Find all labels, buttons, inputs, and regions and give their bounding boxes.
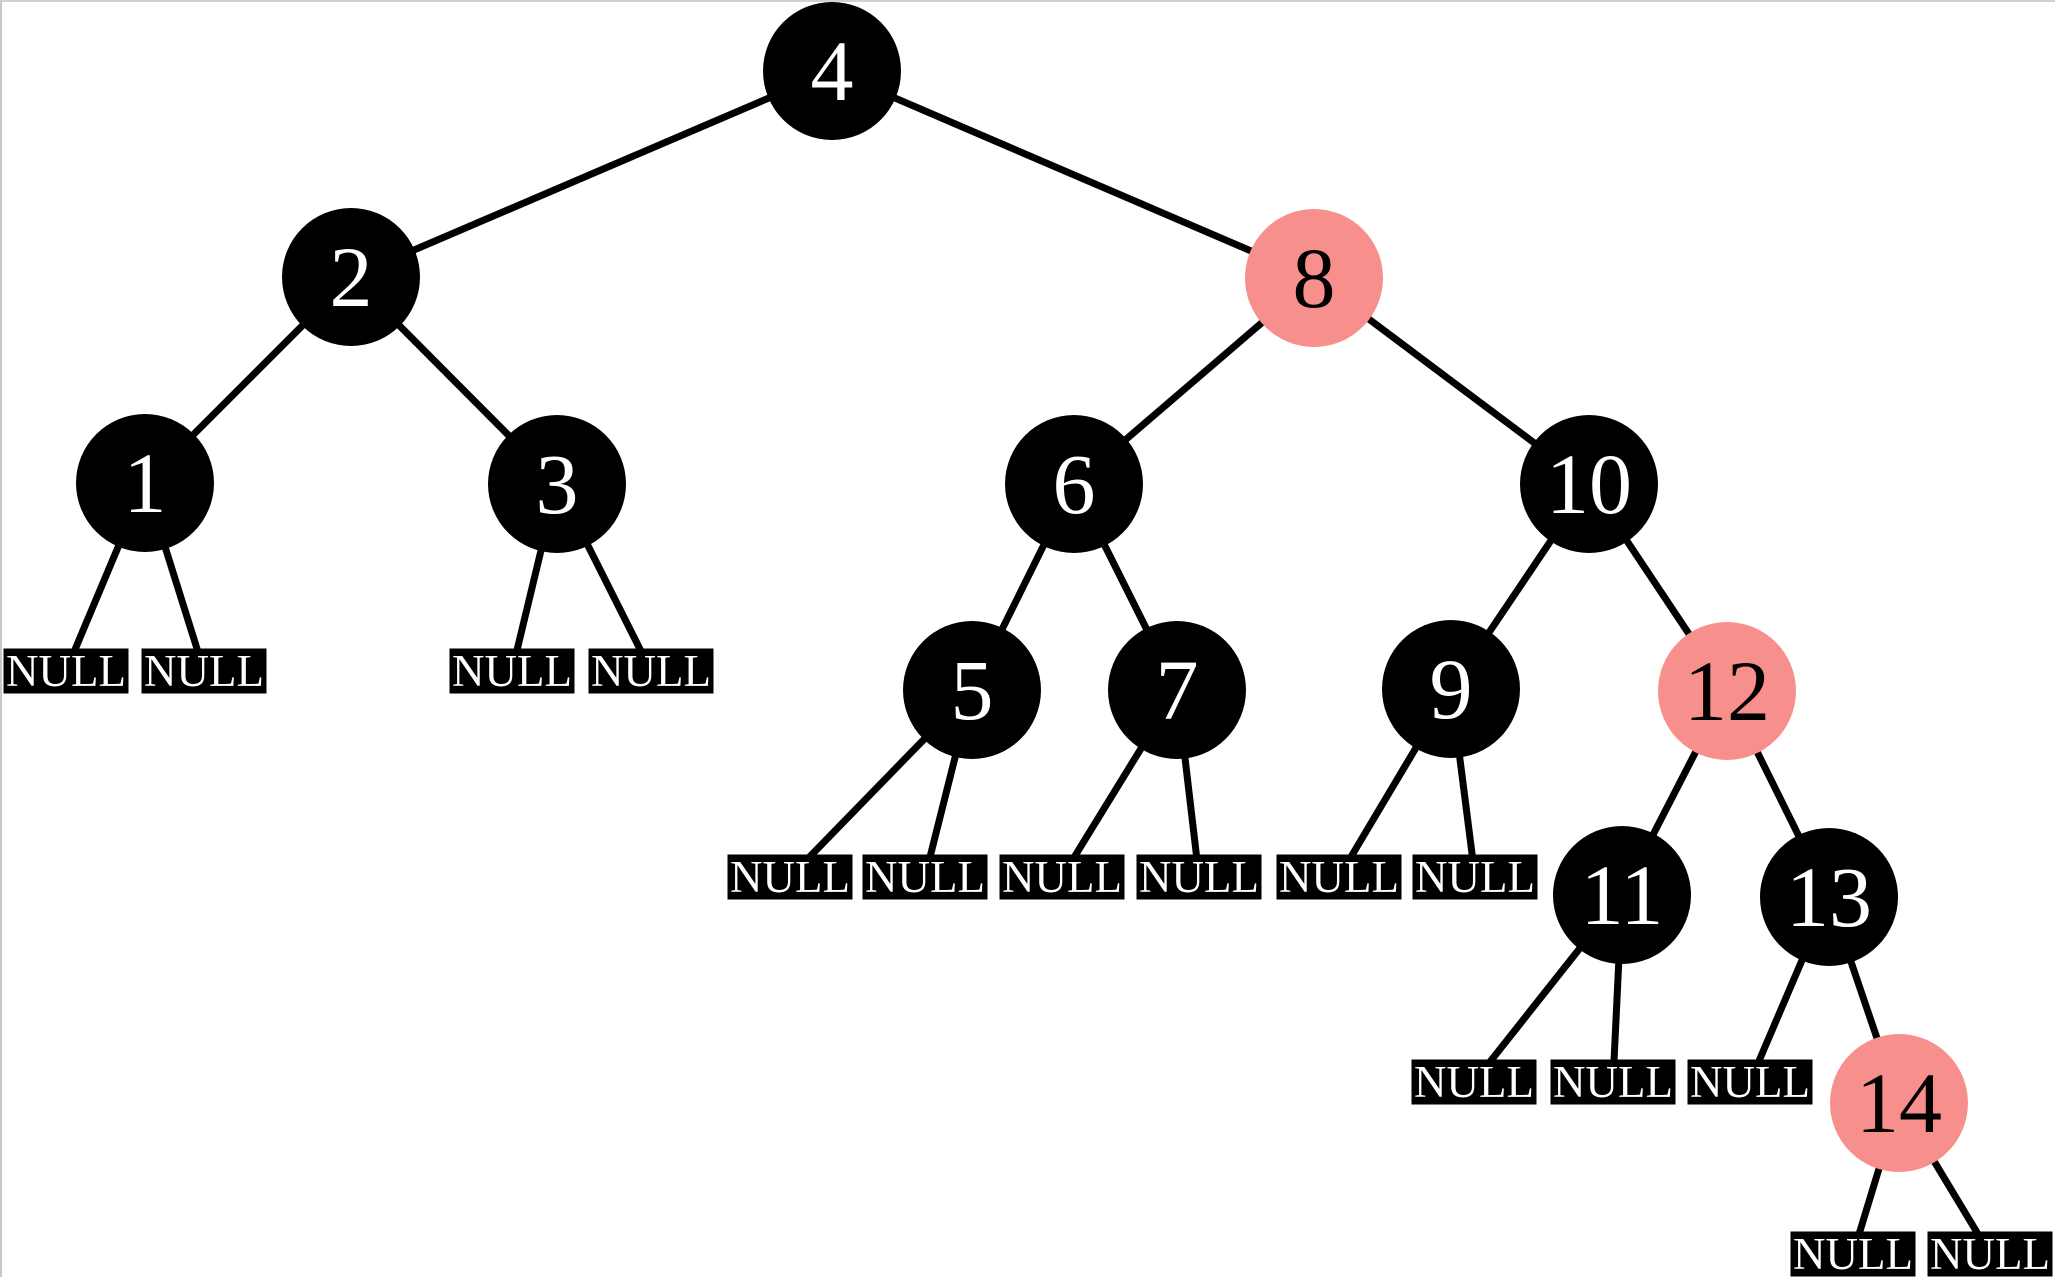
black-node-circle: [1382, 620, 1520, 758]
tree-node-label: 5: [951, 642, 994, 738]
null-box-label: NULL: [1279, 852, 1399, 902]
null-box-label: NULL: [6, 646, 126, 696]
black-node-circle: [1005, 415, 1143, 553]
black-node-circle: [1553, 826, 1691, 964]
null-box-label: NULL: [1414, 1057, 1534, 1107]
black-node-circle: [1108, 621, 1246, 759]
red-node-circle: [1245, 209, 1383, 347]
tree-node-label: 6: [1053, 436, 1096, 532]
null-box-label: NULL: [730, 852, 850, 902]
tree-node-label: 8: [1293, 230, 1336, 326]
null-box-label: NULL: [591, 646, 711, 696]
tree-node-8: 8: [1245, 209, 1383, 347]
null-box: [1927, 1231, 2053, 1277]
null-box-label: NULL: [1690, 1057, 1810, 1107]
null-box: [1411, 1059, 1537, 1105]
null-leaf-null-9R: NULL: [1412, 852, 1538, 902]
tree-node-5: 5: [903, 621, 1041, 759]
null-box-label: NULL: [144, 646, 264, 696]
null-box: [141, 648, 267, 694]
null-box-label: NULL: [865, 852, 985, 902]
black-node-circle: [1760, 828, 1898, 966]
tree-node-label: 2: [330, 229, 373, 325]
tree-node-label: 4: [811, 23, 854, 119]
tree-node-12: 12: [1658, 622, 1796, 760]
tree-node-1: 1: [76, 414, 214, 552]
red-node-circle: [1658, 622, 1796, 760]
black-node-circle: [76, 414, 214, 552]
tree-node-label: 11: [1581, 847, 1664, 943]
tree-edge-4-8: [830, 67, 1316, 282]
null-box: [1790, 1231, 1916, 1277]
null-box-label: NULL: [1139, 852, 1259, 902]
null-box-label: NULL: [1002, 852, 1122, 902]
null-box-label: NULL: [452, 646, 572, 696]
null-leaf-null-14R: NULL: [1927, 1229, 2053, 1277]
null-leaf-null-14L: NULL: [1790, 1229, 1916, 1277]
red-node-circle: [1830, 1034, 1968, 1172]
null-box: [1412, 854, 1538, 900]
tree-node-7: 7: [1108, 621, 1246, 759]
null-box: [3, 648, 129, 694]
null-box: [1276, 854, 1402, 900]
tree-node-label: 7: [1156, 642, 1199, 738]
null-box: [588, 648, 714, 694]
null-leaf-null-5R: NULL: [862, 852, 988, 902]
null-leaf-null-7R: NULL: [1136, 852, 1262, 902]
tree-node-label: 12: [1684, 643, 1770, 739]
tree-node-4: 4: [763, 2, 901, 140]
null-box: [449, 648, 575, 694]
null-box: [1687, 1059, 1813, 1105]
null-leaf-null-11L: NULL: [1411, 1057, 1537, 1107]
tree-node-13: 13: [1760, 828, 1898, 966]
tree-node-label: 1: [124, 435, 167, 531]
null-leaf-null-1L: NULL: [3, 646, 129, 696]
null-box-label: NULL: [1553, 1057, 1673, 1107]
null-box: [999, 854, 1125, 900]
null-leaf-null-5L: NULL: [727, 852, 853, 902]
tree-node-6: 6: [1005, 415, 1143, 553]
tree-node-label: 9: [1430, 641, 1473, 737]
null-box: [1136, 854, 1262, 900]
null-box-label: NULL: [1415, 852, 1535, 902]
null-box: [1550, 1059, 1676, 1105]
null-box-label: NULL: [1930, 1229, 2050, 1277]
tree-node-label: 3: [536, 436, 579, 532]
null-box-label: NULL: [1793, 1229, 1913, 1277]
tree-node-2: 2: [282, 208, 420, 346]
tree-node-9: 9: [1382, 620, 1520, 758]
black-node-circle: [763, 2, 901, 140]
tree-node-11: 11: [1553, 826, 1691, 964]
null-leaf-null-11R: NULL: [1550, 1057, 1676, 1107]
null-leaf-null-1R: NULL: [141, 646, 267, 696]
tree-node-label: 10: [1546, 436, 1632, 532]
null-leaf-null-7L: NULL: [999, 852, 1125, 902]
null-leaf-null-3R: NULL: [588, 646, 714, 696]
tree-node-3: 3: [488, 415, 626, 553]
null-box: [727, 854, 853, 900]
black-node-circle: [488, 415, 626, 553]
tree-node-label: 13: [1786, 849, 1872, 945]
tree-edge-4-2: [349, 67, 834, 281]
black-node-circle: [1520, 415, 1658, 553]
tree-node-10: 10: [1520, 415, 1658, 553]
null-leaf-null-13L: NULL: [1687, 1057, 1813, 1107]
null-box: [862, 854, 988, 900]
tree-node-label: 14: [1856, 1055, 1942, 1151]
black-node-circle: [282, 208, 420, 346]
black-node-circle: [903, 621, 1041, 759]
null-leaf-null-9L: NULL: [1276, 852, 1402, 902]
null-leaf-null-3L: NULL: [449, 646, 575, 696]
tree-node-14: 14: [1830, 1034, 1968, 1172]
